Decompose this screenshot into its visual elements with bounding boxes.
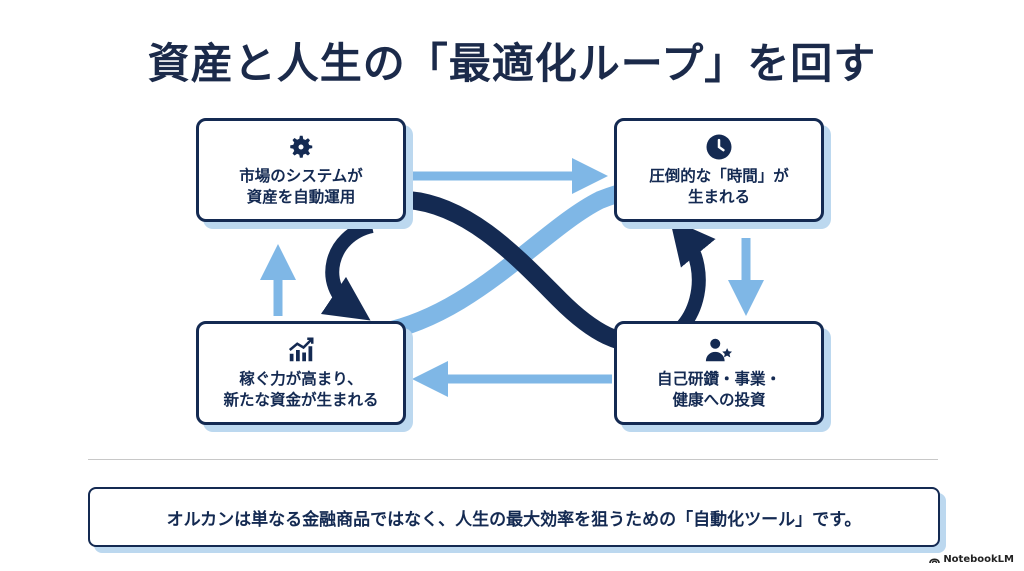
step-box-self-investment: 自己研鑽・事業・ 健康への投資 (614, 321, 824, 425)
clock-icon (706, 134, 732, 160)
step-box-free-time: 圧倒的な「時間」が 生まれる (614, 118, 824, 222)
outer-cycle-arrows (260, 158, 764, 397)
page-title: 資産と人生の「最適化ループ」を回す (147, 39, 877, 88)
notebooklm-logo-icon (929, 558, 941, 564)
step-label: 圧倒的な「時間」が 生まれる (649, 167, 789, 206)
divider (88, 459, 938, 460)
step-box-earning-power: 稼ぐ力が高まり、 新たな資金が生まれる (196, 321, 406, 425)
step-label: 市場のシステムが 資産を自動運用 (239, 167, 363, 206)
person-star-icon (705, 338, 732, 362)
brand-text: NotebookLM (943, 554, 1014, 565)
growth-chart-icon (288, 337, 314, 362)
infinity-arc-left (320, 219, 374, 321)
step-box-auto-management: 市場のシステムが 資産を自動運用 (196, 118, 406, 222)
step-label: 稼ぐ力が高まり、 新たな資金が生まれる (223, 370, 379, 409)
step-label: 自己研鑽・事業・ 健康への投資 (656, 370, 781, 409)
infinity-strand-navy (406, 191, 651, 354)
summary-box: オルカンは単なる金融商品ではなく、人生の最大効率を狙うための「自動化ツール」です… (88, 487, 940, 547)
summary-text: オルカンは単なる金融商品ではなく、人生の最大効率を狙うための「自動化ツール」です… (166, 509, 862, 530)
gear-icon (290, 135, 313, 158)
brand-watermark: NotebookLM (929, 554, 1014, 565)
